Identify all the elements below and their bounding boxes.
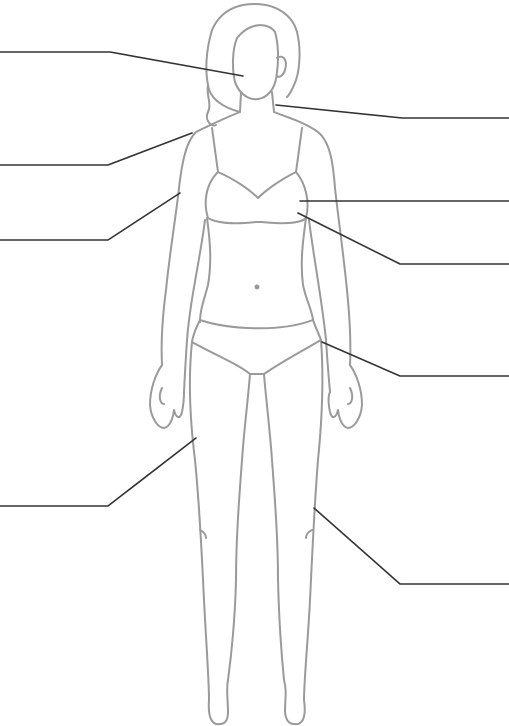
leader-underbust bbox=[298, 213, 509, 264]
neck-right bbox=[272, 92, 274, 112]
neck-left bbox=[240, 92, 241, 112]
leader-shoulder bbox=[0, 133, 192, 165]
bra-strap-left bbox=[212, 128, 218, 172]
female-figure bbox=[150, 4, 362, 724]
hair-outline bbox=[206, 4, 299, 112]
leader-neck bbox=[276, 105, 509, 118]
left-thumb bbox=[160, 388, 164, 404]
navel bbox=[255, 285, 260, 290]
right-hand bbox=[329, 365, 363, 428]
torso-left bbox=[200, 218, 210, 322]
right-knee bbox=[306, 530, 312, 538]
hair-lower-wave bbox=[207, 85, 216, 126]
leader-thigh bbox=[0, 438, 196, 506]
bra-strap-right bbox=[296, 128, 302, 172]
leader-calf bbox=[314, 508, 509, 584]
right-leg-outer bbox=[284, 340, 322, 724]
leader-upper-arm bbox=[0, 193, 180, 240]
right-thumb bbox=[348, 388, 352, 404]
left-leg-outer bbox=[190, 342, 228, 724]
left-leg-inner bbox=[228, 374, 250, 680]
right-leg-inner bbox=[264, 374, 284, 680]
leader-lines bbox=[0, 52, 509, 584]
right-inner-arm bbox=[309, 220, 330, 392]
underwear-waistband bbox=[200, 320, 313, 328]
bra bbox=[206, 172, 308, 223]
left-hand bbox=[150, 365, 184, 428]
face-outline bbox=[233, 25, 278, 99]
